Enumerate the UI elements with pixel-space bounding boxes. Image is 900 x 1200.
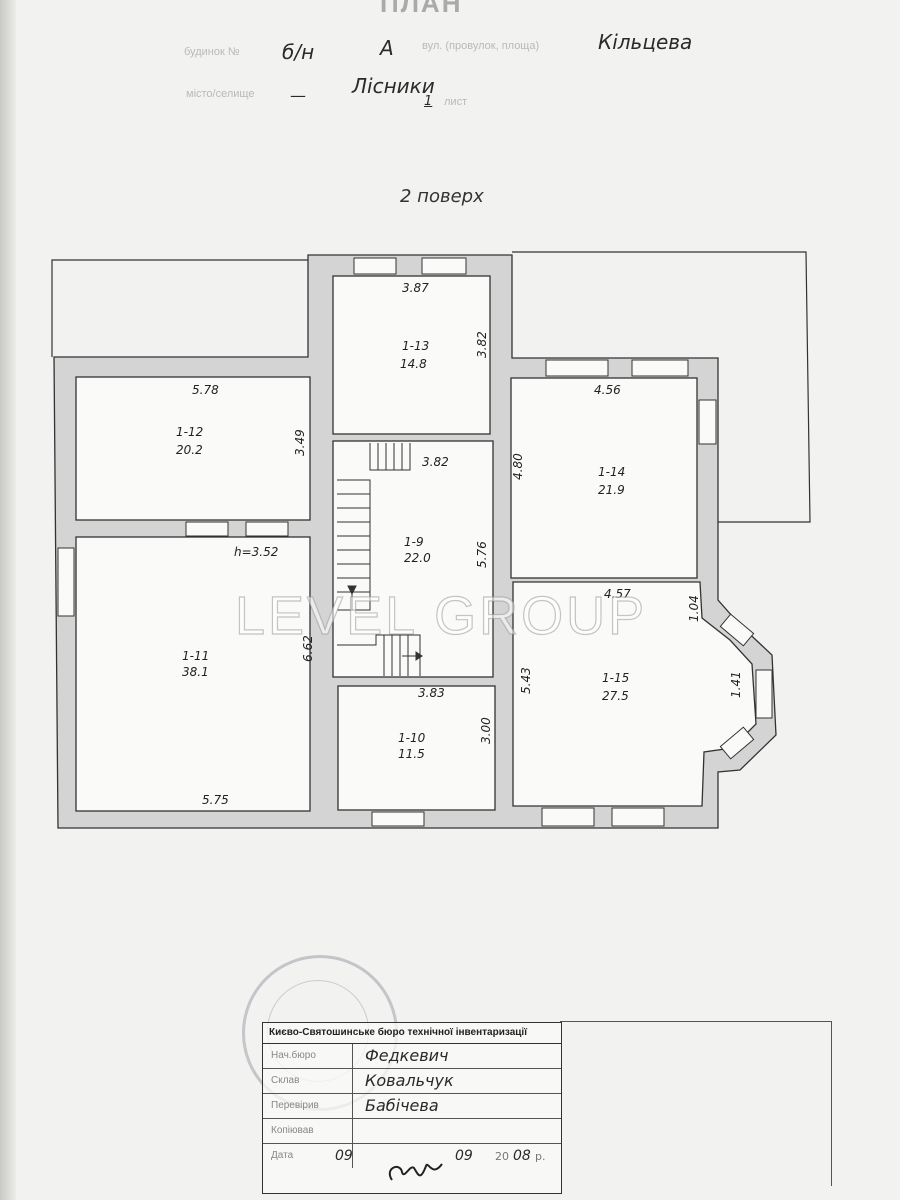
room-area-1-14: 21.9 xyxy=(598,483,625,497)
village-label: місто/селище xyxy=(186,88,255,100)
window-1-15-bottom2 xyxy=(611,807,665,827)
dim-1-11-height: 6.62 xyxy=(301,635,315,662)
dim-1-15-height: 5.43 xyxy=(519,667,533,694)
room-area-1-10: 11.5 xyxy=(398,747,425,761)
room-1-12 xyxy=(75,376,311,521)
room-1-11 xyxy=(75,536,311,812)
title-row-head: Нач.бюро Федкевич xyxy=(263,1044,561,1069)
checker-label: Перевірив xyxy=(263,1094,353,1118)
dim-1-11-ceiling: h=3.52 xyxy=(234,545,278,559)
room-id-1-15: 1-15 xyxy=(602,671,629,685)
title-row-date: Дата 09 09 20 08 р. xyxy=(263,1144,561,1168)
window-1-15-bay-bottom xyxy=(719,726,755,760)
house-number-label: будинок № xyxy=(184,46,240,58)
dim-1-9-width: 3.82 xyxy=(422,455,449,469)
sheet-number: 1 xyxy=(424,94,433,109)
room-1-15 xyxy=(512,581,757,807)
door-1-11-opening xyxy=(185,521,229,537)
room-id-1-11: 1-11 xyxy=(182,649,209,663)
dim-1-11-width: 5.75 xyxy=(202,793,229,807)
dim-1-14-width: 4.56 xyxy=(594,383,621,397)
watermark: LEVEL GROUP xyxy=(234,585,648,646)
dim-1-14-height: 4.80 xyxy=(511,453,525,480)
dim-1-9-height: 5.76 xyxy=(475,541,489,568)
compiler-label: Склав xyxy=(263,1069,353,1093)
window-1-15-bay-mid xyxy=(755,669,773,719)
terrace-outline-right xyxy=(512,251,811,523)
room-area-1-13: 14.8 xyxy=(400,357,427,371)
title-block-border-top xyxy=(560,1021,832,1022)
room-area-1-9: 22.0 xyxy=(404,551,431,565)
window-1-15-bay-top xyxy=(719,613,755,647)
room-id-1-14: 1-14 xyxy=(598,465,625,479)
date-year: 08 xyxy=(513,1148,531,1164)
dim-1-12-height: 3.49 xyxy=(293,429,307,456)
room-1-13 xyxy=(332,275,491,435)
room-id-1-13: 1-13 xyxy=(402,339,429,353)
room-area-1-12: 20.2 xyxy=(176,443,203,457)
scan-binding-edge xyxy=(0,0,16,1200)
document-title: ПЛАН xyxy=(380,0,463,18)
dim-1-10-width: 3.83 xyxy=(418,686,445,700)
street-name: Кільцева xyxy=(598,30,693,54)
head-label: Нач.бюро xyxy=(263,1044,353,1068)
date-year-prefix: 20 xyxy=(495,1150,509,1163)
dim-1-15-bay-top: 1.04 xyxy=(687,595,701,622)
house-number: б/н xyxy=(282,40,315,64)
room-1-10 xyxy=(337,685,496,811)
room-id-1-10: 1-10 xyxy=(398,731,426,745)
floor-title: 2 поверх xyxy=(400,186,484,207)
staircase xyxy=(337,443,423,676)
title-row-copier: Копіював xyxy=(263,1119,561,1144)
room-id-1-12: 1-12 xyxy=(176,425,203,439)
terrace-outline-left xyxy=(51,259,308,357)
copier-label: Копіював xyxy=(263,1119,353,1143)
date-day: 09 xyxy=(335,1148,353,1164)
title-block-border-right xyxy=(831,1021,832,1186)
window-1-14-side xyxy=(698,399,717,445)
date-month: 09 xyxy=(455,1148,473,1164)
head-name: Федкевич xyxy=(365,1046,449,1065)
dim-1-10-height: 3.00 xyxy=(479,717,493,744)
sheet-unit: лист xyxy=(444,96,468,108)
window-1-15-bottom xyxy=(541,807,595,827)
window-1-13-left xyxy=(353,257,397,275)
door-1-12-opening xyxy=(245,521,289,537)
window-1-14-top xyxy=(545,359,609,377)
village-dash: — xyxy=(290,86,306,105)
room-area-1-11: 38.1 xyxy=(182,665,209,679)
compiler-name: Ковальчук xyxy=(365,1071,454,1090)
title-row-checker: Перевірив Бабічева xyxy=(263,1094,561,1119)
dim-1-12-width: 5.78 xyxy=(192,383,219,397)
village-name: Лісники xyxy=(352,74,435,98)
title-block: Києво-Святошинське бюро технічної інвент… xyxy=(262,1022,562,1194)
room-id-1-9: 1-9 xyxy=(404,535,424,549)
dim-1-15-bay-mid: 1.41 xyxy=(729,671,743,698)
date-suffix: р. xyxy=(535,1150,546,1163)
room-1-14 xyxy=(510,377,698,579)
room-area-1-15: 27.5 xyxy=(602,689,629,703)
window-1-13-right xyxy=(421,257,467,275)
dim-1-13-height: 3.82 xyxy=(475,331,489,358)
building-letter: А xyxy=(380,36,394,60)
dim-1-15-width: 4.57 xyxy=(604,587,631,601)
window-1-14-top2 xyxy=(631,359,689,377)
title-row-compiler: Склав Ковальчук xyxy=(263,1069,561,1094)
bureau-name: Києво-Святошинське бюро технічної інвент… xyxy=(263,1023,561,1044)
handwritten-signature xyxy=(388,1163,443,1181)
checker-name: Бабічева xyxy=(365,1096,439,1115)
date-label: Дата xyxy=(263,1144,353,1168)
window-1-11-side xyxy=(57,547,75,617)
street-label: вул. (провулок, площа) xyxy=(422,40,540,52)
dim-1-13-width: 3.87 xyxy=(402,281,429,295)
window-1-10-bottom xyxy=(371,811,425,827)
